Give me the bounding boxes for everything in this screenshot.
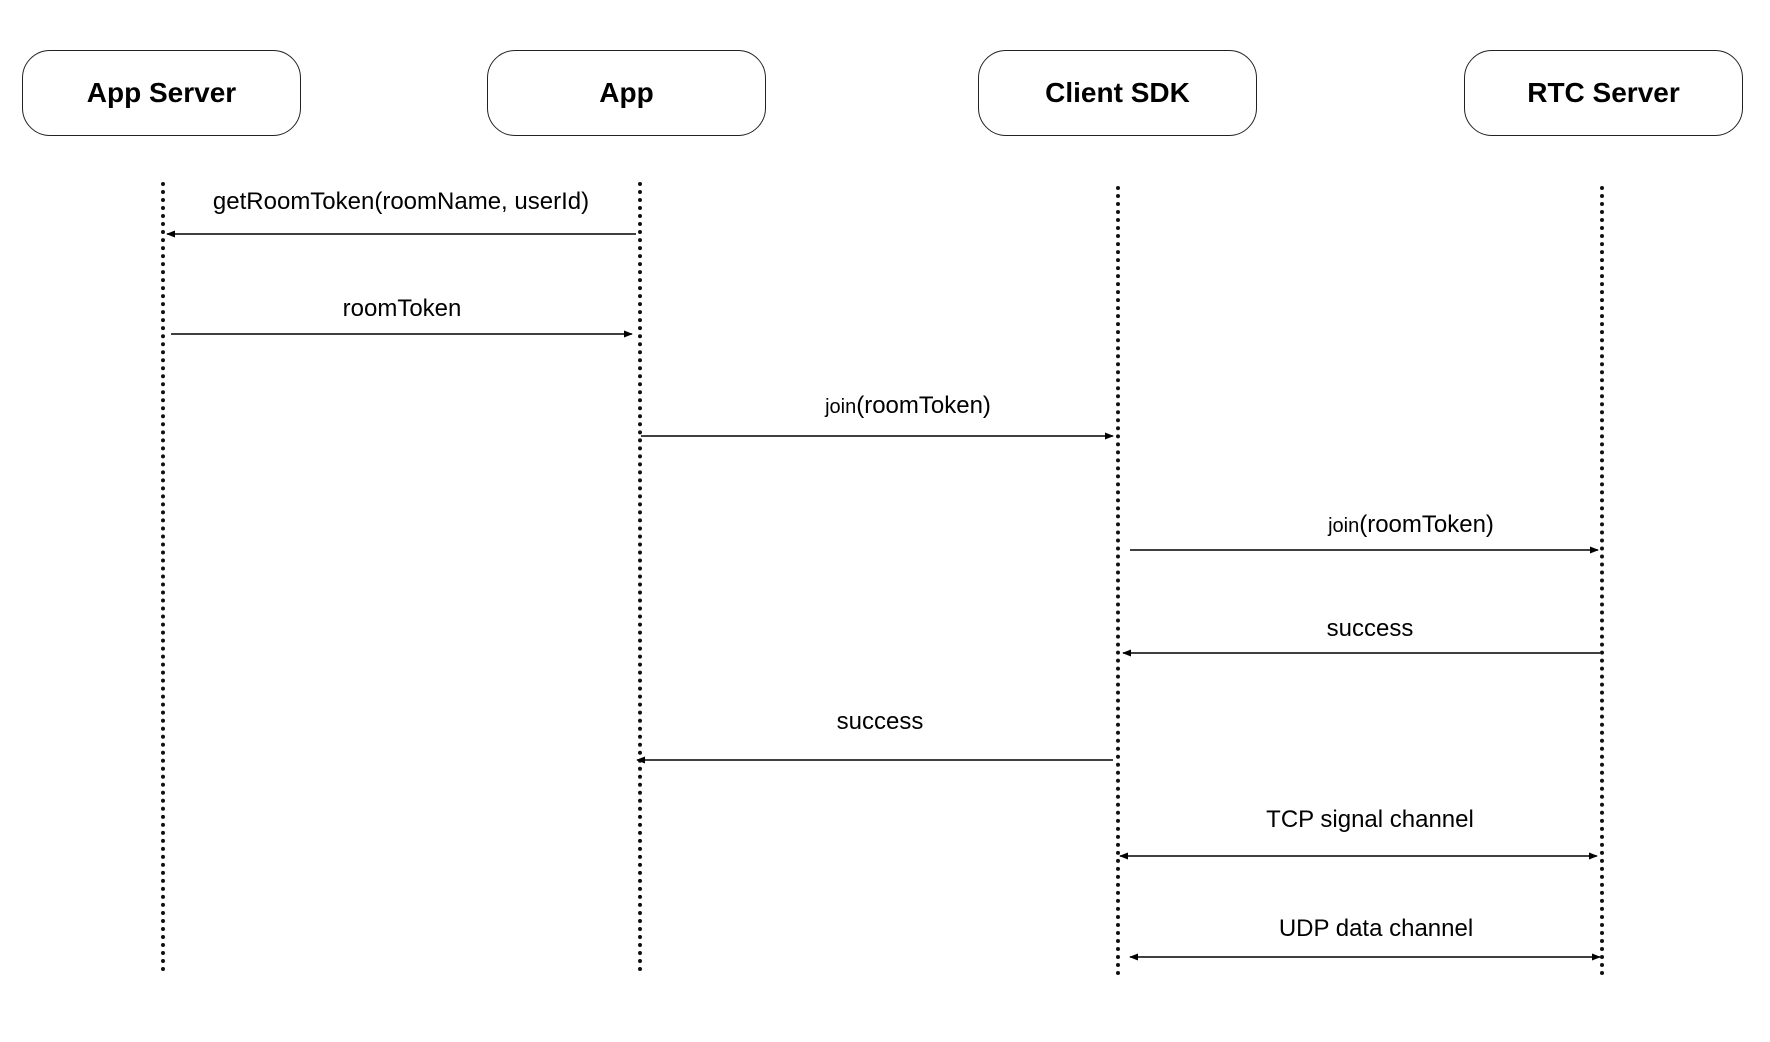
lifeline-app <box>638 182 642 972</box>
actor-app: App <box>487 50 766 136</box>
lifeline-rtc-server <box>1600 186 1604 976</box>
actor-client-sdk: Client SDK <box>978 50 1257 136</box>
label-success-sdk: success <box>836 708 924 735</box>
label-join-sdk-fn: join <box>1328 515 1360 537</box>
label-success-rtc: success <box>1326 615 1414 642</box>
label-udp-channel: UDP data channel <box>1278 915 1474 942</box>
actor-rtc-server: RTC Server <box>1464 50 1743 136</box>
label-join-app-arg: (roomToken) <box>856 392 991 419</box>
label-join-app-fn: join <box>825 396 857 418</box>
lifeline-client-sdk <box>1116 186 1120 976</box>
actor-client-sdk-label: Client SDK <box>1045 77 1190 108</box>
label-tcp-channel: TCP signal channel <box>1266 806 1474 833</box>
label-get-room-token: getRoomToken(roomName, userId) <box>212 188 590 215</box>
label-room-token: roomToken <box>342 295 462 322</box>
label-join-app: join(roomToken) <box>825 392 991 421</box>
actor-rtc-server-label: RTC Server <box>1527 77 1680 108</box>
lifeline-app-server <box>161 182 165 972</box>
label-join-sdk-arg: (roomToken) <box>1359 511 1494 538</box>
label-join-sdk: join(roomToken) <box>1328 511 1494 540</box>
actor-app-server-label: App Server <box>86 77 237 108</box>
actor-app-server: App Server <box>22 50 301 136</box>
actor-app-label: App <box>599 77 654 108</box>
